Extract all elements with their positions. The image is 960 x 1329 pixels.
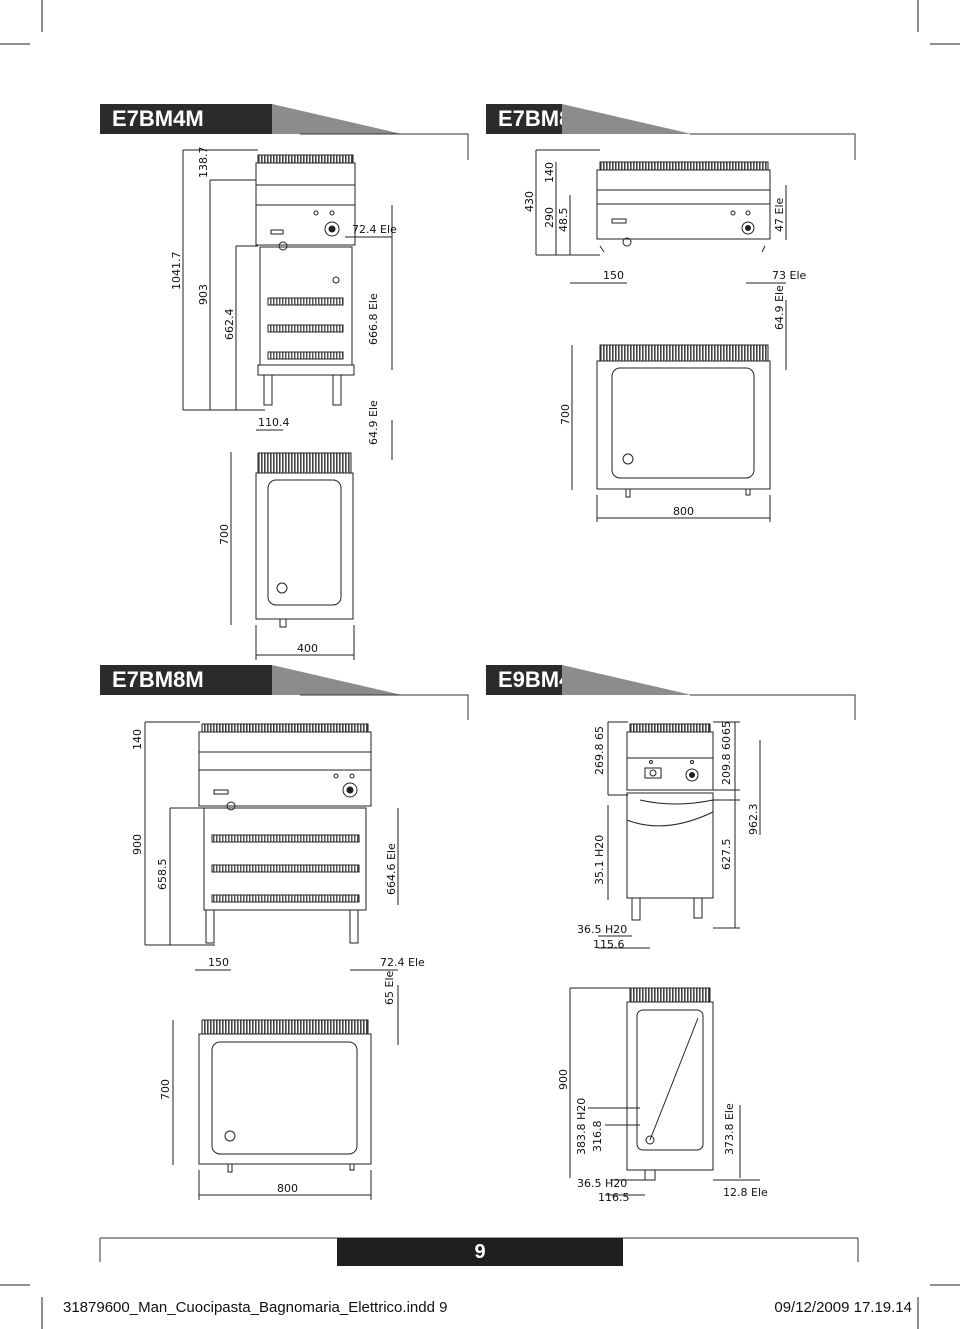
dim-e9bm4m-209-8: 209.8 <box>720 754 733 786</box>
drawing-e9bm4m <box>569 721 761 1196</box>
dim-e7bm4m-1041-7: 1041.7 <box>170 252 183 291</box>
dim-e9bm4m-316-8: 316.8 <box>591 1121 604 1153</box>
drawing-e7bm4m <box>182 149 393 660</box>
dim-e7bm8b-47: 47 Ele <box>773 198 786 233</box>
dim-e7bm4m-700: 700 <box>218 524 231 545</box>
header-e9bm4m-tail <box>562 665 692 695</box>
dim-e7bm8b-800: 800 <box>673 505 694 518</box>
dim-e7bm4m-138-7: 138.7 <box>197 147 210 179</box>
dim-e7bm4m-64-9: 64.9 Ele <box>367 400 380 445</box>
dim-e7bm8b-290: 290 <box>543 207 556 228</box>
dim-e9bm4m-60: 60 <box>720 736 733 750</box>
header-e7bm4m: E7BM4M <box>100 104 470 134</box>
dim-e9bm4m-36-5b: 36.5 H20 <box>577 1177 627 1190</box>
dim-e9bm4m-65b: 65 <box>720 721 733 735</box>
page-number: 9 <box>337 1238 623 1266</box>
dimension-labels: 138.7 1041.7 903 662.4 72.4 Ele 666.8 El… <box>131 147 807 1205</box>
header-e9bm4m: E9BM4M <box>486 665 858 695</box>
dim-e9bm4m-12-8: 12.8 Ele <box>723 1186 768 1199</box>
dim-e9bm4m-36-5: 36.5 H20 <box>577 923 627 936</box>
dim-e7bm8b-430: 430 <box>523 191 536 212</box>
dim-e7bm8b-150: 150 <box>603 269 624 282</box>
dim-e7bm4m-110-4: 110.4 <box>258 416 290 429</box>
dim-e9bm4m-962-3: 962.3 <box>747 804 760 836</box>
dim-e7bm4m-72-4: 72.4 Ele <box>352 223 397 236</box>
dim-e9bm4m-373-8: 373.8 Ele <box>723 1103 736 1155</box>
dim-e7bm4m-400: 400 <box>297 642 318 655</box>
dim-e7bm8m-140: 140 <box>131 729 144 750</box>
header-e7bm8m: E7BM8M <box>100 665 470 695</box>
dim-e7bm8b-64-9: 64.9 Ele <box>773 285 786 330</box>
dim-e9bm4m-269-8: 269.8 <box>593 744 606 776</box>
dim-e7bm8m-72-4: 72.4 Ele <box>380 956 425 969</box>
dim-e7bm8b-73: 73 Ele <box>772 269 807 282</box>
dim-e9bm4m-116-5: 116.5 <box>598 1191 630 1204</box>
dim-e9bm4m-65a: 65 <box>593 726 606 740</box>
dim-e9bm4m-35-1: 35.1 H20 <box>593 835 606 885</box>
dim-e7bm8b-700: 700 <box>559 404 572 425</box>
drawing-e7bm8b <box>535 149 787 522</box>
footer-timestamp: 09/12/2009 17.19.14 <box>774 1299 912 1316</box>
dim-e7bm8m-800: 800 <box>277 1182 298 1195</box>
header-e7bm8b: E7BM8B <box>486 104 858 134</box>
dim-e7bm8m-658-5: 658.5 <box>156 859 169 891</box>
dim-e7bm8m-65: 65 Ele <box>383 971 396 1006</box>
dim-e9bm4m-383-8: 383.8 H20 <box>575 1098 588 1155</box>
dim-e7bm8m-700: 700 <box>159 1079 172 1100</box>
dim-e7bm8m-664-6: 664.6 Ele <box>385 843 398 895</box>
header-e7bm4m-label: E7BM4M <box>100 104 272 134</box>
footer-filename: 31879600_Man_Cuocipasta_Bagnomaria_Elett… <box>63 1299 448 1316</box>
dim-e7bm4m-666-8: 666.8 Ele <box>367 293 380 345</box>
dim-e7bm4m-903: 903 <box>197 284 210 305</box>
dim-e7bm4m-662-4: 662.4 <box>223 309 236 341</box>
dim-e9bm4m-627-5: 627.5 <box>720 839 733 871</box>
header-e7bm8m-label: E7BM8M <box>100 665 272 695</box>
header-e7bm4m-tail <box>272 104 402 134</box>
header-e7bm8m-tail <box>272 665 402 695</box>
dim-e7bm8m-900: 900 <box>131 834 144 855</box>
dim-e7bm8b-140: 140 <box>543 162 556 183</box>
header-e7bm8b-tail <box>562 104 692 134</box>
dim-e9bm4m-900: 900 <box>557 1069 570 1090</box>
dim-e7bm8b-48-5: 48.5 <box>557 208 570 233</box>
dim-e7bm8m-150: 150 <box>208 956 229 969</box>
drawing-e7bm8m <box>144 721 399 1200</box>
dim-e9bm4m-115-6: 115.6 <box>593 938 625 951</box>
